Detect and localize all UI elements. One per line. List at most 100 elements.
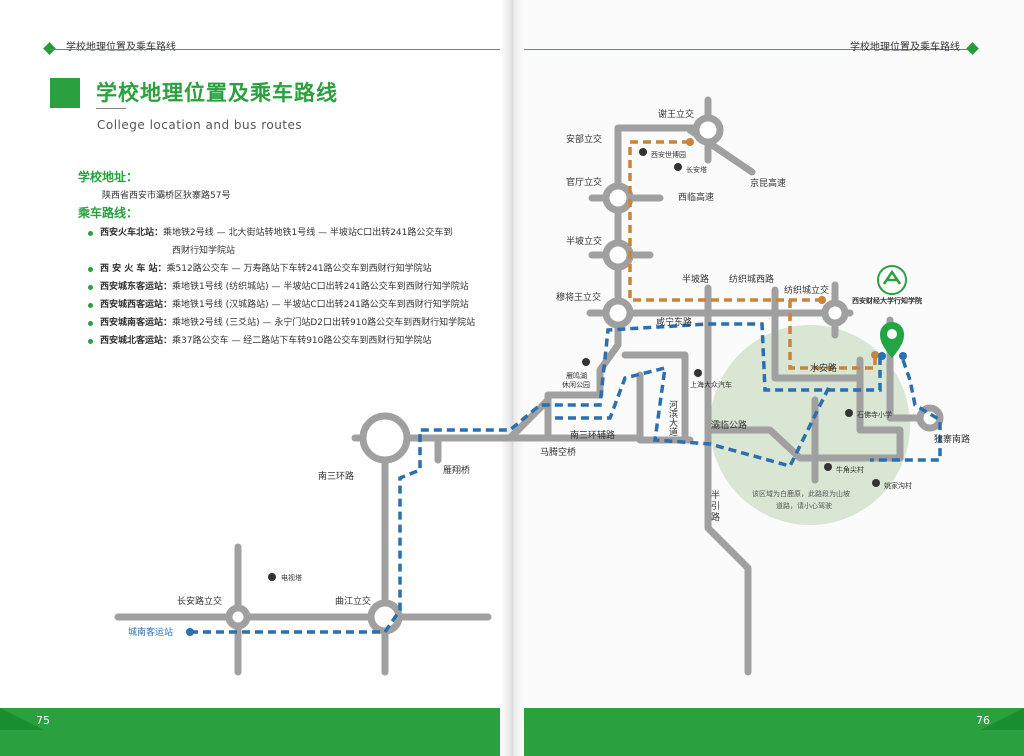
map-label: 半	[711, 489, 720, 501]
blue-route-end	[878, 352, 886, 360]
map-label: 水安路	[810, 362, 837, 374]
route-text-cont: 西财行知学院站	[172, 246, 236, 256]
map-label: 路	[711, 511, 720, 523]
map-label: 牛角尖村	[836, 465, 864, 474]
map-label: 西安世博园	[651, 150, 686, 159]
orange-route	[628, 140, 877, 370]
road	[506, 396, 552, 442]
footer-corner-left	[0, 708, 44, 730]
landmarks	[268, 148, 880, 581]
landmark-dot	[694, 369, 702, 377]
blue-route	[555, 365, 832, 469]
map-note: 道路，请小心驾驶	[776, 501, 832, 510]
footer-corner-right	[980, 708, 1024, 730]
road	[621, 351, 689, 444]
blue-route	[190, 322, 882, 634]
header-rule-right	[524, 49, 972, 50]
route-item: 西安城南客运站：乘地铁2号线 (三爻站) — 永宁门站D2口出转910路公交车到…	[88, 314, 508, 332]
bullet-icon	[88, 231, 93, 236]
route-name: 西安火车北站：	[100, 228, 164, 238]
bullet-icon	[88, 339, 93, 344]
landmark-dot	[674, 163, 682, 171]
school-logo-text: 西安财经大学行知学院	[852, 296, 922, 305]
map-label: 引	[711, 501, 720, 512]
interchange-nansanhuan	[359, 412, 411, 464]
landmark-dot	[268, 573, 276, 581]
blue-route-start	[186, 628, 194, 636]
landmark-dot	[872, 479, 880, 487]
bullet-icon	[88, 303, 93, 308]
left-page	[0, 0, 512, 756]
map-label: 南三环路	[318, 470, 354, 482]
book-gutter	[500, 0, 524, 756]
map-label: 雁鸣湖	[566, 371, 587, 380]
orange-route-stop	[818, 296, 826, 304]
header-rule-left	[50, 49, 500, 50]
route-text: 乘地铁2号线 (三爻站) — 永宁门站D2口出转910路公交车到西财行知学院站	[172, 318, 476, 328]
map-label: 半坡路	[682, 273, 709, 285]
map-label: 石佛寺小学	[857, 410, 892, 419]
map-label: 曲江立交	[335, 595, 371, 607]
title-underline	[96, 108, 126, 109]
route-text: 乘地铁1号线 (纺织城站) — 半坡站C口出转241路公交车到西财行知学院站	[172, 282, 469, 292]
map-label: 城南客运站	[128, 626, 173, 638]
landmark-dot	[824, 463, 832, 471]
interchange-fangzhi	[821, 299, 849, 327]
route-name: 西安城西客运站：	[100, 300, 173, 310]
bullet-icon	[88, 285, 93, 290]
map-label: 狄寨南路	[934, 433, 970, 445]
footer-bar-left	[0, 708, 500, 756]
running-head-left: 学校地理位置及乘车路线	[66, 42, 176, 53]
interchange-xiewang	[692, 114, 724, 146]
route-list: 西安火车北站：乘地铁2号线 — 北大街站转地铁1号线 — 半坡站C口出转241路…	[88, 224, 508, 350]
map-note: 该区域为白鹿原，此路段为山坡	[752, 489, 850, 498]
interchange-mujiang	[602, 297, 634, 329]
map-label: 姚家沟村	[884, 481, 912, 490]
page-title: 学校地理位置及乘车路线	[96, 81, 338, 105]
map-label: 长安路立交	[177, 595, 222, 607]
address-value: 陕西省西安市灞桥区狄寨路57号	[102, 191, 231, 201]
map-label: 京昆高速	[750, 177, 786, 189]
road	[771, 286, 864, 382]
map-label: 纺织城西路	[729, 273, 774, 285]
map-label: 上海大众汽车	[690, 380, 732, 389]
road	[706, 426, 904, 462]
map-label: 西临高速	[678, 191, 714, 203]
map-label: 休闲公园	[562, 380, 590, 389]
school-logo-icon	[882, 269, 902, 285]
footer-bar-right	[524, 708, 1024, 756]
title-square-icon	[50, 78, 80, 108]
page-subtitle: College location and bus routes	[97, 118, 303, 132]
address-label: 学校地址：	[78, 170, 139, 184]
landmark-dot	[845, 409, 853, 417]
map-label: 南三环辅路	[570, 429, 615, 441]
map-label: 灞临公路	[711, 419, 747, 431]
map-label: 纺织城立交	[784, 284, 829, 296]
map-label: 官厅立交	[566, 176, 602, 188]
school-pin-icon	[880, 322, 904, 358]
page-number-right: 76	[976, 714, 990, 727]
road	[856, 356, 904, 462]
landmark-dot	[639, 148, 647, 156]
landmark-dot	[582, 358, 590, 366]
route-text: 乘地铁1号线 (汉城路站) — 半坡站C口出转241路公交车到西财行知学院站	[172, 300, 469, 310]
map-labels: 谢王立交 安部立交 西安世博园 长安塔 官厅立交 京昆高速 西临高速 半坡立交 …	[128, 108, 970, 638]
orange-route-end	[871, 351, 879, 359]
blue-route-end	[899, 352, 907, 360]
route-text: 乘37路公交车 — 经二路站下车转910路公交车到西财行知学院站	[172, 336, 432, 346]
map-label: 穆将王立交	[556, 291, 601, 303]
interchange-changan	[225, 604, 251, 630]
route-item: 西 安 火 车 站：乘512路公交车 — 万寿路站下车转241路公交车到西财行知…	[88, 260, 508, 278]
routes-label: 乘车路线：	[78, 206, 139, 220]
road	[704, 284, 752, 676]
map-label: 河滨大道	[667, 399, 678, 437]
map-label: 雁翔桥	[443, 464, 470, 476]
route-item: 西安火车北站：乘地铁2号线 — 北大街站转地铁1号线 — 半坡站C口出转241路…	[88, 224, 508, 260]
route-item: 西安城西客运站：乘地铁1号线 (汉城路站) — 半坡站C口出转241路公交车到西…	[88, 296, 508, 314]
route-name: 西安城北客运站：	[100, 336, 173, 346]
map-label: 马腾空桥	[540, 446, 576, 458]
route-item: 西安城东客运站：乘地铁1号线 (纺织城站) — 半坡站C口出转241路公交车到西…	[88, 278, 508, 296]
running-head-right: 学校地理位置及乘车路线	[850, 42, 960, 53]
route-name: 西安城南客运站：	[100, 318, 173, 328]
